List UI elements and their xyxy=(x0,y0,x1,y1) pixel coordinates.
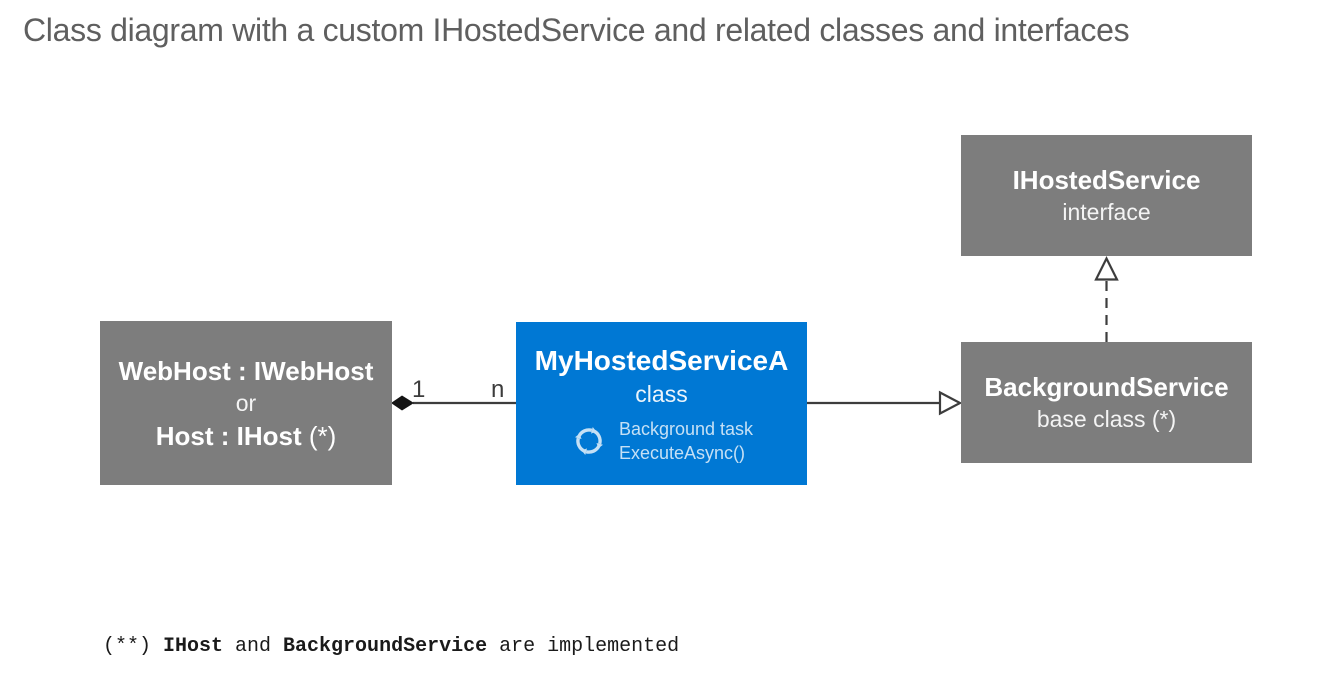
detail-line1: Background task xyxy=(618,418,754,439)
footnote-bold-text: BackgroundService xyxy=(283,635,488,658)
class-box-host: WebHost : IWebHost or Host : IHost (*) xyxy=(100,321,392,485)
class-box-ihostedservice: IHostedService interface xyxy=(961,135,1252,256)
detail-text: Background task ExecuteAsync() xyxy=(619,417,753,465)
class-name-label: IHostedService xyxy=(1012,165,1201,195)
inheritance-connector xyxy=(807,390,963,416)
footnote-line1: (**) IHost and BackgroundService are imp… xyxy=(103,634,679,661)
realization-triangle-icon xyxy=(1094,256,1119,281)
footnote-text: (**) xyxy=(103,635,164,658)
class-box-myhostedservicea: MyHostedServiceA class Background task E… xyxy=(516,322,807,485)
page-title: Class diagram with a custom IHostedServi… xyxy=(23,12,1130,48)
inheritance-triangle-icon xyxy=(938,390,963,416)
host-name-text: Host : IHost xyxy=(155,420,302,451)
stereotype-label: class xyxy=(635,380,688,407)
sync-arrows-icon xyxy=(573,424,605,457)
background-task-detail: Background task ExecuteAsync() xyxy=(570,417,753,465)
realization-connector xyxy=(1094,256,1119,342)
footnote-text: are implemented xyxy=(487,635,680,658)
stereotype-label: base class (*) xyxy=(1036,406,1177,432)
composition-diamond-icon xyxy=(391,395,414,411)
footnote-bold-text: IHost xyxy=(163,635,224,658)
class-name-label: MyHostedServiceA xyxy=(534,344,789,376)
composition-connector xyxy=(391,395,516,411)
multiplicity-label-target: n xyxy=(491,376,505,403)
class-name-label: WebHost : IWebHost xyxy=(118,355,374,386)
host-name-suffix: (*) xyxy=(301,420,337,451)
or-label: or xyxy=(235,389,257,416)
footnote-text: and xyxy=(223,635,284,658)
multiplicity-label-source: 1 xyxy=(412,376,426,403)
class-box-backgroundservice: BackgroundService base class (*) xyxy=(961,342,1252,463)
footnote: (**) IHost and BackgroundService are imp… xyxy=(103,581,679,674)
class-name-label: Host : IHost (*) xyxy=(156,419,337,453)
detail-line2: ExecuteAsync() xyxy=(618,442,745,463)
class-name-label: BackgroundService xyxy=(984,372,1229,402)
stereotype-label: interface xyxy=(1062,199,1151,225)
